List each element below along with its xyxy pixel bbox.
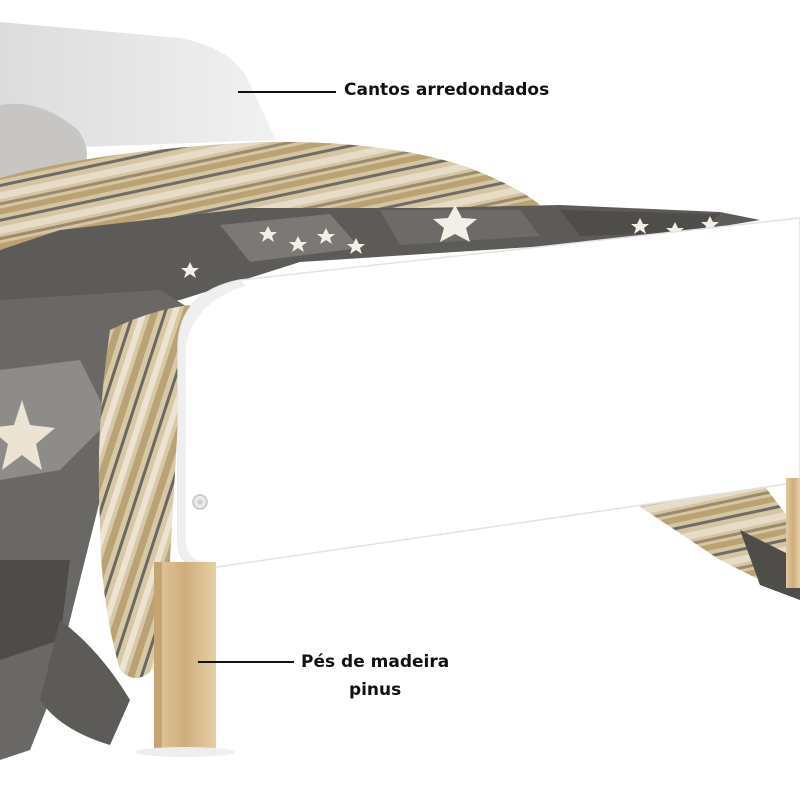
callout-label-line2: pinus <box>348 680 402 700</box>
callout-line-pine-legs <box>198 661 294 663</box>
callout-line-rounded-corners <box>238 91 336 93</box>
leg-front <box>154 562 216 748</box>
leg-back <box>786 478 800 588</box>
drape-star <box>0 400 55 470</box>
callout-label: Cantos arredondados <box>344 80 550 100</box>
quilt-top <box>0 205 760 330</box>
callout-rounded-corners: Cantos arredondados <box>344 76 549 104</box>
headboard <box>0 22 276 150</box>
callout-label-line1: Pés de madeira <box>301 652 450 672</box>
callout-pine-legs: Pés de madeira pinus <box>301 648 449 704</box>
